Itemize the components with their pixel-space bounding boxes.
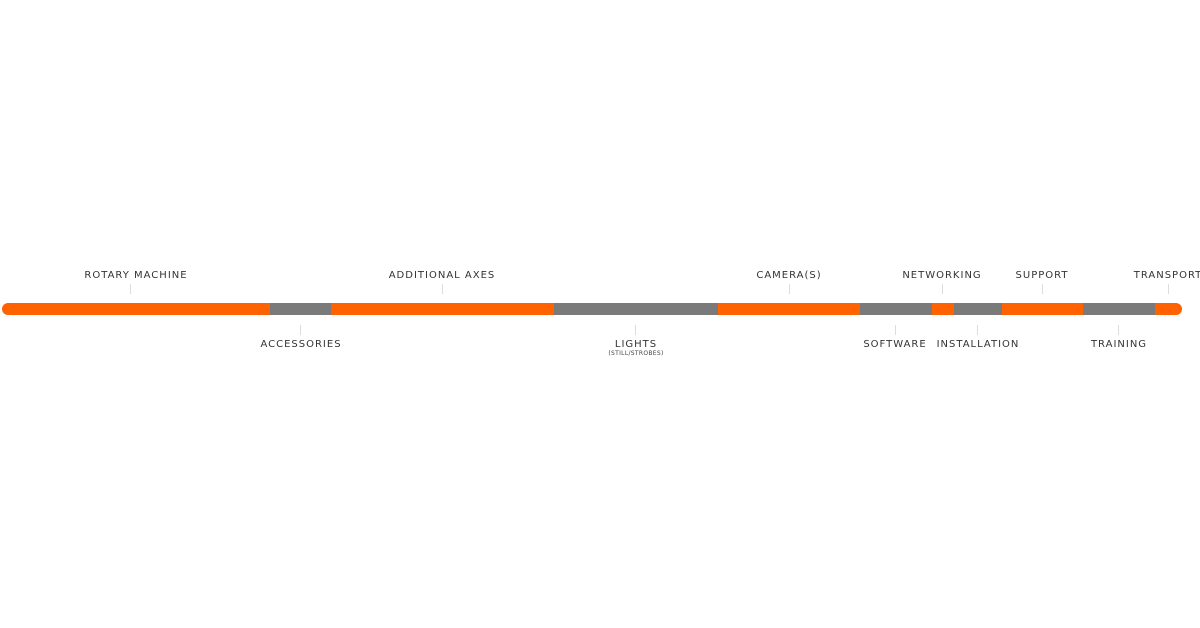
segment-software <box>860 303 932 315</box>
label-lights-sub: (STILL/STROBES) <box>608 350 664 357</box>
component-bar <box>2 303 1182 315</box>
leader-line <box>1118 325 1119 335</box>
label-accessories: ACCESSORIES <box>260 339 342 350</box>
segment-rotary-machine <box>2 303 270 315</box>
leader-line <box>789 284 790 294</box>
segment-support <box>1002 303 1083 315</box>
label-installation: INSTALLATION <box>936 339 1020 350</box>
leader-line <box>300 325 301 335</box>
label-support: SUPPORT <box>1015 270 1069 281</box>
segment-transport <box>1155 303 1182 315</box>
label-training: TRAINING <box>1090 339 1148 350</box>
leader-line <box>635 325 636 335</box>
label-rotary-machine: ROTARY MACHINE <box>84 270 188 281</box>
label-transport: TRANSPORT <box>1133 270 1200 281</box>
leader-line <box>1042 284 1043 294</box>
leader-line <box>895 325 896 335</box>
segment-additional-axes <box>331 303 554 315</box>
segment-training <box>1083 303 1155 315</box>
leader-line <box>130 284 131 294</box>
segment-installation <box>954 303 1002 315</box>
segment-lights <box>554 303 718 315</box>
label-lights: LIGHTS(STILL/STROBES) <box>608 339 663 357</box>
segment-accessories <box>270 303 331 315</box>
leader-line <box>942 284 943 294</box>
leader-line <box>1168 284 1169 294</box>
segment-networking <box>932 303 954 315</box>
leader-line <box>977 325 978 335</box>
label-lights-main: LIGHTS <box>614 339 658 350</box>
label-cameras: CAMERA(S) <box>756 270 822 281</box>
label-additional-axes: ADDITIONAL AXES <box>388 270 496 281</box>
segment-cameras <box>718 303 860 315</box>
label-software: SOFTWARE <box>863 339 927 350</box>
label-networking: NETWORKING <box>902 270 982 281</box>
leader-line <box>442 284 443 294</box>
